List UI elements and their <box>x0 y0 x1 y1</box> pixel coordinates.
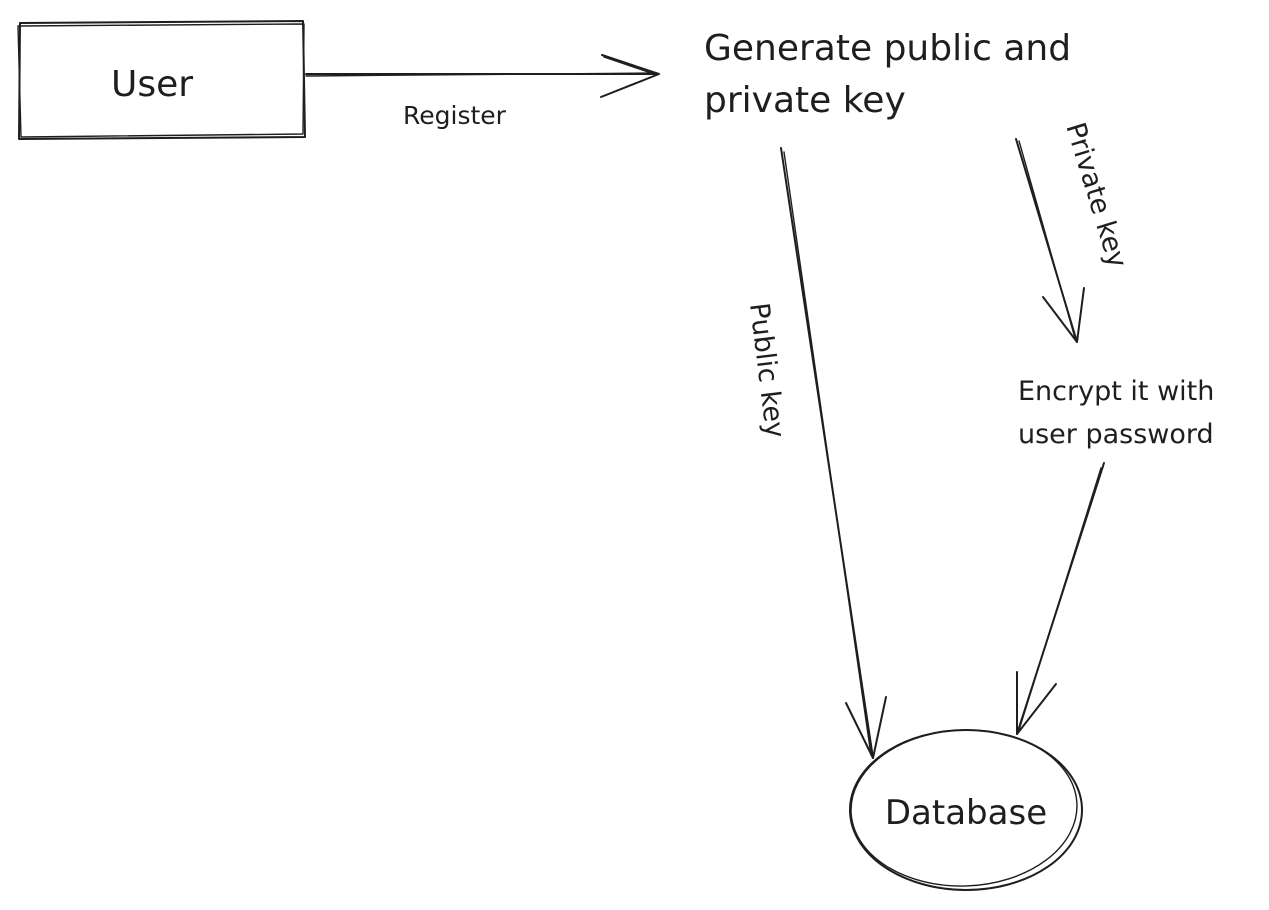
user-node: User <box>17 20 306 140</box>
keygen-label-line2: private key <box>704 80 906 121</box>
private-key-label: Private key <box>1059 119 1133 272</box>
encrypt-label-line2: user password <box>1018 419 1214 450</box>
keygen-label-line1: Generate public and <box>704 28 1071 69</box>
register-label: Register <box>403 101 507 130</box>
encrypt-label-line1: Encrypt it with <box>1018 376 1214 407</box>
user-label: User <box>111 64 193 105</box>
keygen-node: Generate public and private key <box>704 28 1071 121</box>
database-label: Database <box>885 793 1047 833</box>
private-key-arrow: Private key <box>1015 119 1133 343</box>
encrypt-node: Encrypt it with user password <box>1018 376 1214 450</box>
encrypted-key-arrow <box>1016 462 1105 735</box>
register-arrow: Register <box>305 54 660 130</box>
public-key-arrow: Public key <box>743 147 887 759</box>
database-node: Database <box>849 729 1083 891</box>
public-key-label: Public key <box>743 301 790 440</box>
